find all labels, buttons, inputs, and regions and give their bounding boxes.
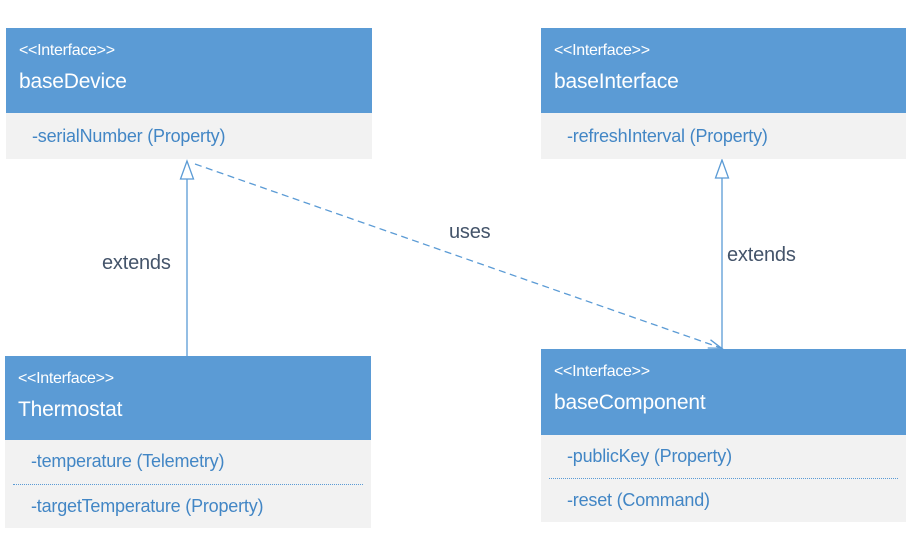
class-name: baseDevice <box>19 70 127 93</box>
relationship-label-uses: uses <box>449 221 491 243</box>
class-member: -targetTemperature (Property) <box>31 495 264 516</box>
uml-class-basedevice: <<Interface>> baseDevice -serialNumber (… <box>6 28 372 159</box>
class-member: -publicKey (Property) <box>567 446 732 466</box>
class-member: -reset (Command) <box>567 490 710 510</box>
class-name: baseComponent <box>554 391 706 414</box>
class-stereotype: <<Interface>> <box>19 42 115 59</box>
member-separator <box>549 478 898 479</box>
uml-class-basecomponent: <<Interface>> baseComponent -publicKey (… <box>541 349 906 522</box>
relationship-label-extends-left: extends <box>102 252 171 274</box>
class-stereotype: <<Interface>> <box>554 363 650 380</box>
class-header: <<Interface>> baseComponent <box>541 349 906 435</box>
class-name: Thermostat <box>18 398 123 421</box>
open-v-arrowhead <box>707 339 724 349</box>
class-member: -refreshInterval (Property) <box>567 125 768 146</box>
class-body: -temperature (Telemetry) -targetTemperat… <box>5 440 371 528</box>
uml-class-thermostat: <<Interface>> Thermostat -temperature (T… <box>5 356 371 528</box>
class-header: <<Interface>> Thermostat <box>5 356 371 440</box>
relationship-label-extends-right: extends <box>727 244 796 266</box>
class-body: -refreshInterval (Property) <box>541 113 906 159</box>
class-stereotype: <<Interface>> <box>554 42 650 59</box>
hollow-triangle-arrowhead <box>714 158 730 179</box>
extends-arrow-thermostat-basedevice <box>179 159 195 356</box>
class-member: -serialNumber (Property) <box>32 125 226 146</box>
class-body: -serialNumber (Property) <box>6 113 372 159</box>
class-header: <<Interface>> baseDevice <box>6 28 372 113</box>
class-member: -temperature (Telemetry) <box>31 451 225 472</box>
class-body: -publicKey (Property) -reset (Command) <box>541 435 906 522</box>
member-separator <box>13 483 363 485</box>
hollow-triangle-arrowhead <box>179 159 195 180</box>
class-stereotype: <<Interface>> <box>18 370 114 387</box>
uses-arrow-basedevice-basecomponent <box>194 163 724 349</box>
uml-class-baseinterface: <<Interface>> baseInterface -refreshInte… <box>541 28 906 159</box>
class-name: baseInterface <box>554 70 679 93</box>
class-header: <<Interface>> baseInterface <box>541 28 906 113</box>
